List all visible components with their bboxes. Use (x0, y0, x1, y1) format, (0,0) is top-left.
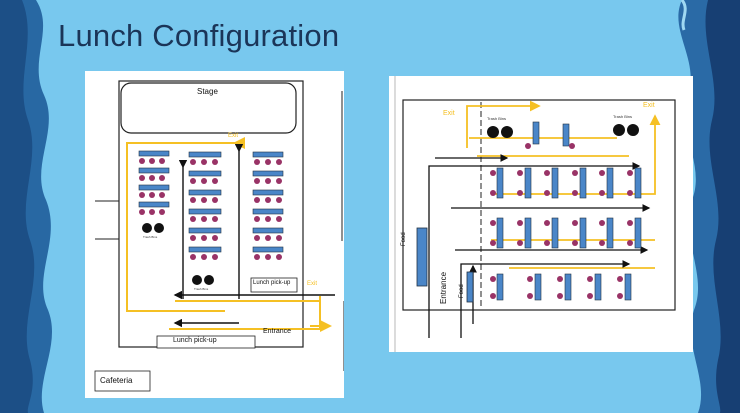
cafeteria-label: Cafeteria (100, 376, 133, 385)
room-outline (402, 99, 676, 311)
trash-bin-icon (142, 223, 152, 233)
alternate-floorplan (394, 76, 676, 352)
food-table (466, 271, 474, 303)
wave-decoration-left (0, 0, 53, 413)
exit-label-left: Exit (443, 110, 455, 117)
trash-bins-label: Trash Bins (143, 235, 158, 239)
trash-bin-icon (192, 275, 202, 285)
lunch-pickup-label-bottom: Lunch pick-up (173, 337, 217, 344)
slide-title: Lunch Configuration (58, 18, 340, 53)
stage-label: Stage (197, 87, 218, 96)
trash-bin-icon (627, 124, 639, 136)
stage-area (120, 82, 297, 134)
table-group-right-column (252, 151, 284, 260)
table-group-left-column (138, 150, 170, 233)
lunch-pickup-label-right: Lunch pick-up (253, 280, 291, 286)
trash-bin-icon (204, 275, 214, 285)
trash-bins-label: Trash Bins (194, 287, 209, 291)
trash-bin-icon (154, 223, 164, 233)
trash-bin-icon (613, 124, 625, 136)
table-group-middle-column (188, 151, 222, 285)
entrance-label: Entrance (263, 328, 292, 335)
exit-label-top: Exit (228, 133, 239, 139)
alternate-layout-diagram: Exit Exit Trash Bins Trash Bins Food Foo… (389, 76, 693, 352)
wave-decoration-right (678, 0, 740, 413)
trash-bin-icon (487, 126, 499, 138)
trash-bin-icon (501, 126, 513, 138)
trash-bins-label: Trash Bins (487, 116, 506, 121)
cafeteria-layout-diagram: Stage Exit Exit Trash Bins Trash Bins Lu… (85, 71, 344, 398)
food-label: Food (401, 232, 407, 246)
cafeteria-floorplan (94, 80, 344, 392)
exit-label-right: Exit (307, 281, 318, 287)
entrance-label: Entrance (439, 271, 448, 304)
trash-bins-label: Trash Bins (613, 114, 632, 119)
table-grid (490, 167, 642, 301)
food-table (416, 227, 428, 287)
exit-label-right: Exit (643, 102, 655, 109)
food-label: Food (459, 284, 465, 298)
